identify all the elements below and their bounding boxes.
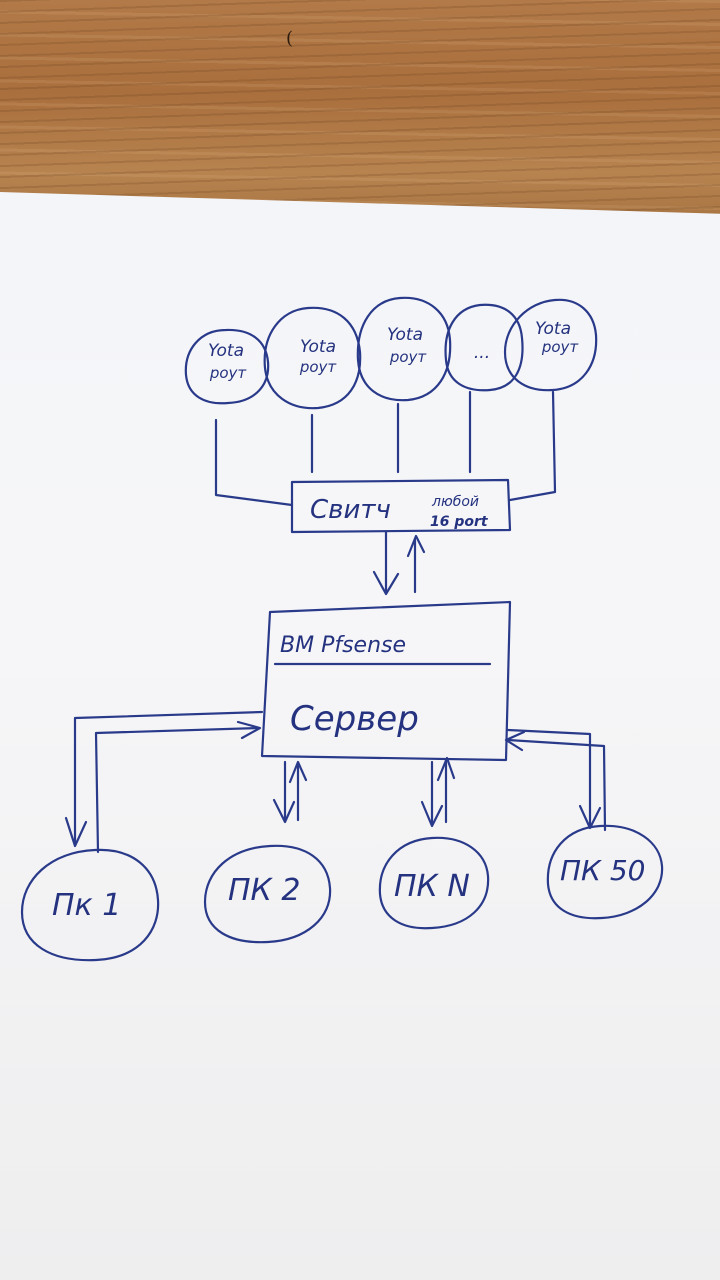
server-pc1-links — [64, 710, 264, 854]
pc-n-label: ПК N — [394, 869, 470, 904]
router-links — [214, 390, 557, 507]
switch-server-arrows — [372, 530, 426, 596]
pc-1: Пк 1 — [20, 848, 160, 962]
server-label: Сервер — [290, 699, 419, 739]
server-vm-label: ВМ Pfsense — [280, 633, 406, 658]
table-mark: ( — [286, 28, 294, 49]
pc-50-label: ПК 50 — [560, 854, 645, 887]
server-pcn-links — [420, 756, 456, 828]
router-2-label-bottom: роут — [299, 358, 338, 376]
pc-n: ПК N — [378, 836, 490, 930]
switch: Свитч любой 16 port — [290, 478, 512, 534]
router-4-label-top: ... — [474, 343, 490, 363]
router-3-label-bottom: роут — [389, 348, 428, 366]
switch-label: Свитч — [310, 495, 391, 525]
server-pc2-links — [272, 760, 308, 824]
router-1-label-top: Yota — [208, 341, 244, 361]
router-3-label-top: Yota — [387, 325, 423, 345]
router-4: ... — [444, 303, 524, 392]
pc-2-label: ПК 2 — [228, 873, 300, 908]
router-2-label-top: Yota — [300, 337, 336, 357]
router-2: Yota роут — [263, 306, 362, 410]
wooden-table: ( — [0, 0, 720, 230]
pc-50: ПК 50 — [546, 824, 664, 920]
switch-note-bottom: 16 port — [430, 514, 489, 530]
pc-2: ПК 2 — [203, 844, 332, 944]
server: ВМ Pfsense Сервер — [260, 600, 512, 762]
router-5: Yota роут — [503, 298, 598, 392]
server-pc50-links — [504, 728, 607, 832]
router-5-label-top: Yota — [535, 319, 571, 339]
router-5-label-bottom: роут — [541, 338, 580, 356]
router-3: Yota роут — [356, 296, 452, 402]
switch-note-top: любой — [431, 494, 479, 510]
router-1-label-bottom: роут — [209, 364, 248, 382]
pc-1-label: Пк 1 — [52, 888, 121, 923]
router-1: Yota роут — [184, 328, 270, 405]
